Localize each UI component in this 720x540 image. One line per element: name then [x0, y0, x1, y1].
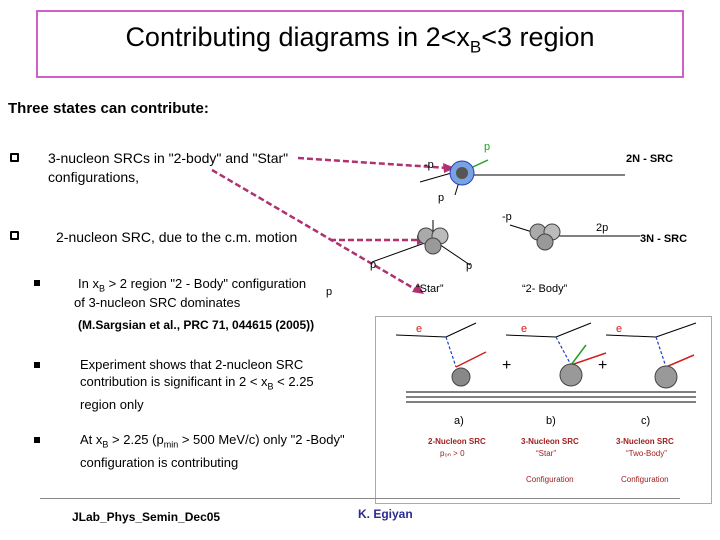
panel-label-b: b)	[546, 415, 556, 427]
caption-a2: p₀ₙ > 0	[440, 449, 465, 458]
reference: (M.Sargsian et al., PRC 71, 044615 (2005…	[78, 318, 315, 332]
panel-plus: +	[598, 357, 608, 374]
arrow-head-icon	[412, 283, 424, 294]
sub-bullet-icon	[34, 437, 40, 443]
caption-b: 3-Nucleon SRC	[521, 437, 579, 446]
caption-b3: Configuration	[526, 475, 574, 484]
panel-plus: +	[502, 357, 512, 374]
sub-bullet-xb-gt-2-cont: of 3-nucleon SRC dominates	[74, 295, 241, 310]
star-config-figure	[371, 220, 471, 266]
label-p-left: p	[370, 259, 377, 271]
label-2n-src: 2N - SRC	[626, 153, 674, 165]
sub-bullet-icon	[34, 362, 40, 368]
sub-bullet-icon	[34, 280, 40, 286]
feynman-panel: e e e + + a) b) c) 2-Nucleon SRC p₀ₙ > 0…	[375, 316, 712, 504]
two-body-config-figure	[509, 223, 640, 251]
subheading: Three states can contribute:	[8, 100, 209, 117]
caption-a: 2-Nucleon SRC	[428, 437, 486, 446]
label-3n-src: 3N - SRC	[640, 233, 688, 245]
title-frame	[36, 10, 684, 78]
sub-bullet-xb-gt-2: In xB > 2 region "2 - Body" configuratio…	[78, 276, 307, 294]
slide-title: Contributing diagrams in 2<xB<3 region	[125, 22, 595, 57]
panel-e-label: e	[521, 323, 528, 335]
footer-right: K. Egiyan	[358, 507, 413, 521]
label-minus-p-top: -p	[424, 159, 434, 171]
footer-left: JLab_Phys_Semin_Dec05	[72, 510, 221, 524]
caption-c3: Configuration	[621, 475, 669, 484]
panel-label-a: a)	[454, 415, 464, 427]
panel-e-label: e	[416, 323, 423, 335]
bullet-checkbox-icon	[10, 231, 19, 240]
label-p-below: p	[438, 192, 445, 204]
label-p-right: p	[466, 260, 473, 272]
pointer-arrows	[211, 156, 449, 294]
sub-bullet-experiment: Experiment shows that 2-nucleon SRC cont…	[80, 357, 314, 412]
feynman-panel-drawing	[395, 322, 697, 403]
sub-bullet-xb-gt-225: At xB > 2.25 (pmin > 500 MeV/c) only "2 …	[80, 432, 345, 470]
footer-divider	[40, 498, 680, 499]
bullet-3n-src: 3-nucleon SRCs in "2-body" and "Star" co…	[48, 150, 289, 185]
bullet-2n-src: 2-nucleon SRC, due to the c.m. motion	[56, 229, 298, 245]
label-p-top: p	[484, 141, 491, 153]
caption-c2: “Two-Body”	[626, 449, 667, 458]
label-p-sub: p	[326, 286, 333, 298]
label-star: “Star”	[416, 283, 444, 295]
panel-e-label: e	[616, 323, 623, 335]
bullet-checkbox-icon	[10, 153, 19, 162]
label-two-body: “2- Body”	[522, 283, 568, 295]
caption-c: 3-Nucleon SRC	[616, 437, 674, 446]
label-2p: 2p	[596, 222, 609, 234]
two-n-src-figure	[419, 159, 625, 196]
panel-label-c: c)	[641, 415, 651, 427]
label-minus-p-mid: -p	[502, 211, 512, 223]
arrow-head-icon	[443, 163, 455, 173]
caption-b2: “Star”	[536, 449, 556, 458]
